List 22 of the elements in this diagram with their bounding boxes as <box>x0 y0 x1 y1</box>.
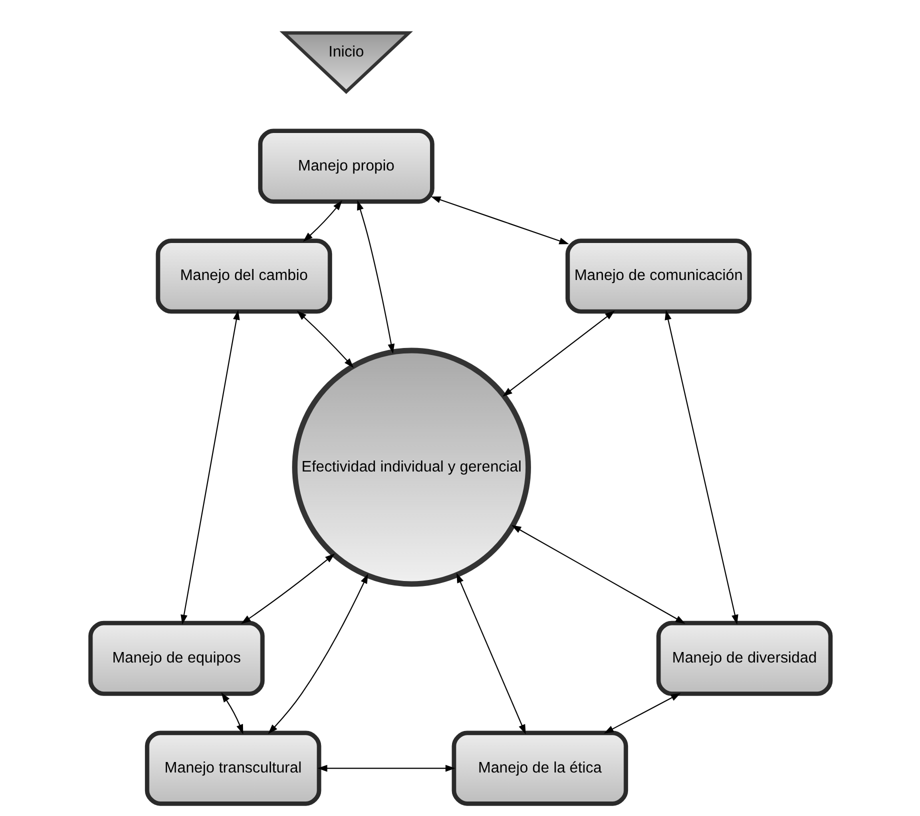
arrow <box>220 692 243 734</box>
arrow <box>510 524 685 624</box>
arrow <box>456 572 526 734</box>
arrow <box>356 200 394 354</box>
arrow <box>240 552 334 624</box>
arrow <box>430 196 569 244</box>
arrow <box>302 200 342 242</box>
node-box: Manejo de la ética <box>451 730 628 806</box>
arrow <box>268 573 368 734</box>
arrow <box>316 764 455 772</box>
node-circle: Efectividad individual y gerencial <box>292 347 530 586</box>
arrow <box>603 692 680 734</box>
arrow <box>502 310 614 396</box>
arrow <box>296 310 354 368</box>
node-box: Manejo del cambio <box>155 238 332 314</box>
node-box: Manejo de diversidad <box>656 620 832 696</box>
arrow <box>180 310 240 624</box>
arrow <box>664 310 738 624</box>
node-box: Manejo de comunicación <box>565 238 752 314</box>
node-box: Manejo de equipos <box>88 620 264 696</box>
node-box: Manejo propio <box>258 128 434 204</box>
node-box: Manejo transcultural <box>144 730 321 806</box>
